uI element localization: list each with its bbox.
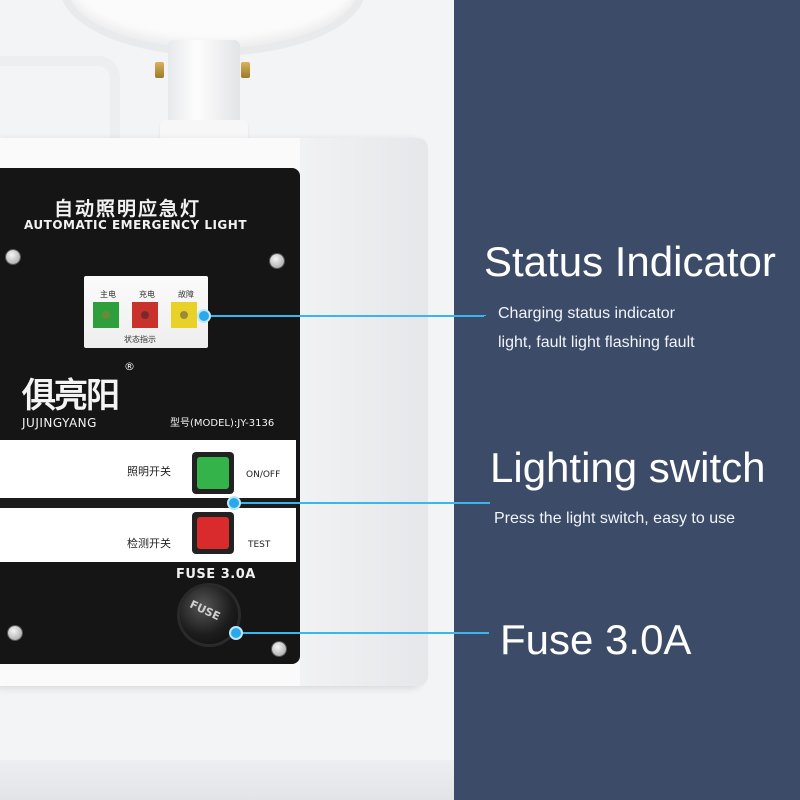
panel-divider	[0, 498, 296, 508]
status-indicator-desc-line1: Charging status indicator	[498, 305, 675, 322]
main-power-led-icon	[93, 302, 119, 328]
screw-icon	[272, 642, 286, 656]
feature-panel	[454, 0, 800, 800]
charging-led-icon	[132, 302, 158, 328]
status-callout-line-end	[484, 315, 486, 316]
fuse-title: Fuse 3.0A	[500, 616, 692, 663]
control-faceplate	[0, 168, 300, 664]
lighting-switch-title: Lighting switch	[490, 444, 766, 491]
screw-icon	[270, 254, 284, 268]
test-switch-label: 检测开关	[127, 537, 171, 550]
test-switch-caption: TEST	[248, 540, 271, 550]
status-callout-dot-icon	[197, 309, 211, 323]
brand-logo-chinese: 俱亮阳	[22, 376, 120, 416]
status-callout-line	[204, 315, 484, 317]
led-label-charging: 充电	[139, 290, 155, 299]
status-indicator-desc-line2: light, fault light flashing fault	[498, 334, 695, 351]
indicator-caption: 状态指示	[124, 335, 156, 344]
fault-led-icon	[171, 302, 197, 328]
lighting-switch-label: 照明开关	[127, 465, 171, 478]
lighting-switch-desc: Press the light switch, easy to use	[494, 510, 735, 527]
brand-name-english: JUJINGYANG	[22, 416, 97, 430]
brass-screw-icon	[241, 62, 250, 78]
device-title-chinese: 自动照明应急灯	[54, 198, 202, 220]
brass-screw-icon	[155, 62, 164, 78]
switch-callout-line	[234, 502, 490, 504]
housing-side	[300, 138, 428, 686]
photo-floor	[0, 760, 454, 800]
lighting-switch-caption: ON/OFF	[246, 470, 281, 480]
device-title-english: AUTOMATIC EMERGENCY LIGHT	[24, 218, 248, 232]
status-indicator-title: Status Indicator	[484, 238, 776, 285]
lamp-neck-ring	[160, 120, 248, 142]
carry-handle	[0, 56, 120, 166]
screw-icon	[6, 250, 20, 264]
fuse-callout-line	[236, 632, 489, 634]
led-label-main-power: 主电	[100, 290, 116, 299]
fuse-holder-cap[interactable]	[180, 586, 238, 644]
fuse-rating-label: FUSE 3.0A	[176, 567, 256, 582]
model-number: 型号(MODEL):JY-3136	[170, 418, 275, 429]
lighting-switch-button[interactable]	[192, 452, 234, 494]
fuse-callout-dot-icon	[229, 626, 243, 640]
screw-icon	[8, 626, 22, 640]
switch-callout-dot-icon	[227, 496, 241, 510]
test-switch-button[interactable]	[192, 512, 234, 554]
led-label-fault: 故障	[178, 290, 194, 299]
registered-mark: ®	[124, 360, 135, 373]
